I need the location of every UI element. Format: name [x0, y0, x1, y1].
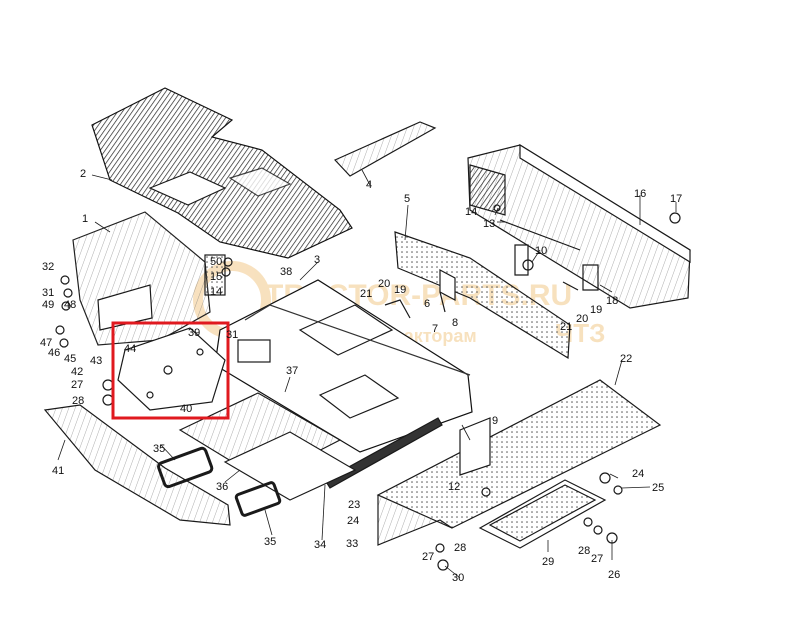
grating-part — [478, 479, 607, 549]
fasteners — [55, 204, 681, 571]
callout-30: 30 — [452, 572, 464, 584]
bottom-rail-part — [43, 404, 231, 526]
highlight-box — [111, 321, 230, 420]
callout-34: 34 — [314, 539, 326, 551]
callout-25: 25 — [652, 482, 664, 494]
callout-14: 14 — [465, 206, 477, 218]
callout-12: 12 — [448, 481, 460, 493]
callout-3: 3 — [314, 254, 320, 266]
callout-17: 17 — [670, 193, 682, 205]
callout-35b: 35 — [264, 536, 276, 548]
callout-48: 48 — [64, 299, 76, 311]
callout-7: 7 — [432, 323, 438, 335]
callout-28c: 28 — [578, 545, 590, 557]
callout-8: 8 — [452, 317, 458, 329]
callout-14b: 14 — [210, 286, 222, 298]
leader-lines — [57, 169, 677, 579]
floor-mat-part — [91, 87, 353, 259]
callout-38: 38 — [280, 266, 292, 278]
toolbox-part — [467, 143, 691, 309]
callout-26: 26 — [608, 569, 620, 581]
callout-10: 10 — [535, 245, 547, 257]
callout-20b: 20 — [576, 313, 588, 325]
callout-39: 39 — [188, 327, 200, 339]
callout-40: 40 — [180, 403, 192, 415]
callout-19a: 19 — [394, 284, 406, 296]
step-platform-part — [376, 379, 662, 546]
frame-part-b — [234, 481, 282, 517]
callout-49: 49 — [42, 299, 54, 311]
callout-45: 45 — [64, 353, 76, 365]
callout-27a: 27 — [71, 379, 83, 391]
callout-4: 4 — [366, 179, 372, 191]
callout-27c: 27 — [591, 553, 603, 565]
callout-20a: 20 — [378, 278, 390, 290]
callout-29: 29 — [542, 556, 554, 568]
callout-22: 22 — [620, 353, 632, 365]
callout-24a: 24 — [347, 515, 359, 527]
callout-9: 9 — [492, 415, 498, 427]
callout-21b: 21 — [560, 321, 572, 333]
bracket-part — [333, 121, 437, 177]
callout-28a: 28 — [72, 395, 84, 407]
callout-32: 32 — [42, 261, 54, 273]
callout-19b: 19 — [590, 304, 602, 316]
callout-35a: 35 — [153, 443, 165, 455]
callout-21a: 21 — [360, 288, 372, 300]
callout-18: 18 — [606, 295, 618, 307]
callout-27b: 27 — [422, 551, 434, 563]
callout-31b: 31 — [226, 329, 238, 341]
callout-5: 5 — [404, 193, 410, 205]
callout-1: 1 — [82, 213, 88, 225]
callout-33: 33 — [346, 538, 358, 550]
callout-13: 13 — [483, 218, 495, 230]
callout-28b: 28 — [454, 542, 466, 554]
callout-2: 2 — [80, 168, 86, 180]
left-wall-part — [72, 211, 226, 346]
callout-42: 42 — [71, 366, 83, 378]
callout-50: 50 — [210, 256, 222, 268]
callout-41: 41 — [52, 465, 64, 477]
callout-6: 6 — [424, 298, 430, 310]
callout-46: 46 — [48, 347, 60, 359]
callout-44: 44 — [124, 343, 136, 355]
callout-23: 23 — [348, 499, 360, 511]
callouts: 1 2 3 4 5 6 7 8 9 10 12 13 14 15 16 17 1… — [40, 168, 682, 584]
callout-31a: 31 — [42, 287, 54, 299]
vertical-panel-part — [394, 231, 571, 360]
callout-37: 37 — [286, 365, 298, 377]
callout-15: 15 — [210, 271, 222, 283]
callout-43: 43 — [90, 355, 102, 367]
frame-part-a — [157, 446, 214, 489]
cover-plate-part — [223, 431, 357, 501]
callout-47: 47 — [40, 337, 52, 349]
callout-24b: 24 — [632, 468, 644, 480]
floor-plate-part — [214, 279, 473, 453]
drawing — [43, 87, 691, 571]
callout-16: 16 — [634, 188, 646, 200]
callout-36: 36 — [216, 481, 228, 493]
